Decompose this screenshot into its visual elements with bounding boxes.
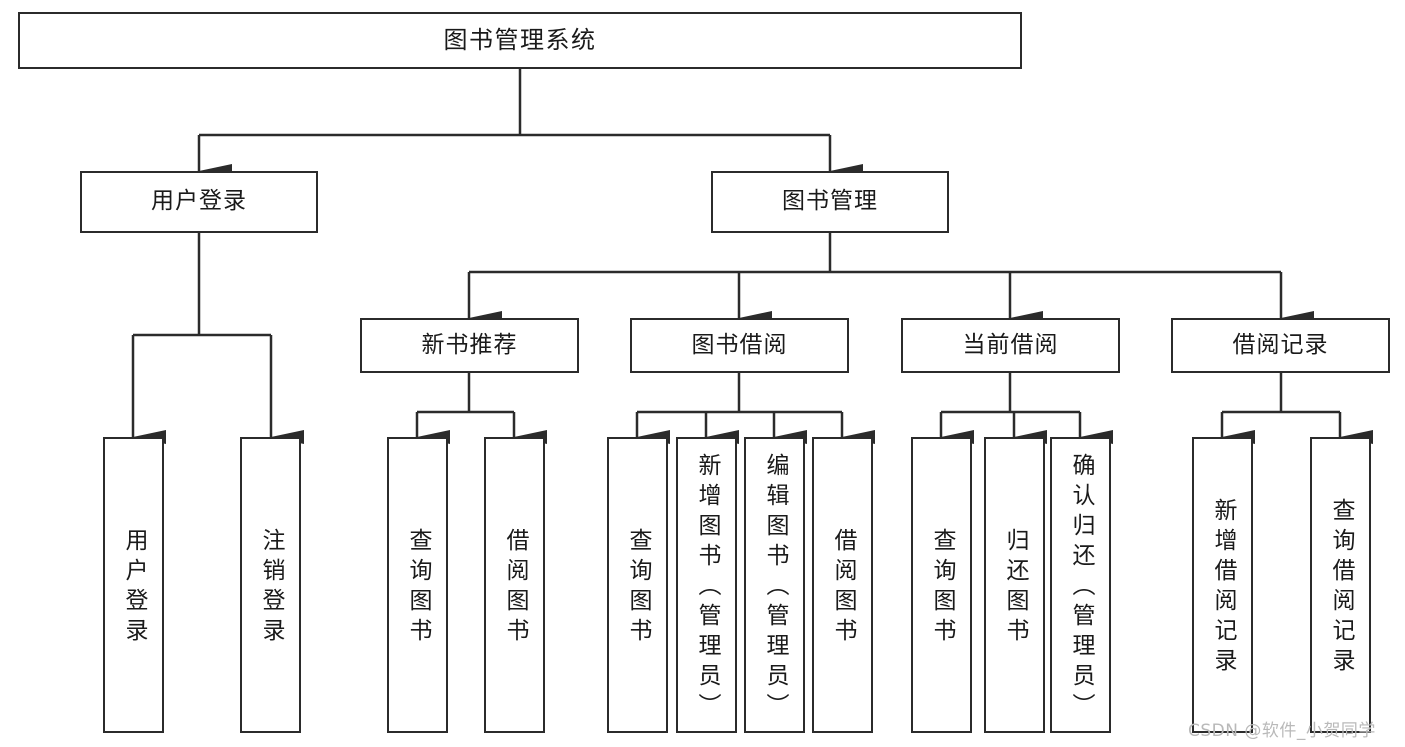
node-borrow-record[interactable]: 借阅记录: [1171, 318, 1390, 373]
node-user-login[interactable]: 用户登录: [80, 171, 318, 233]
node-root[interactable]: 图书管理系统: [18, 12, 1022, 69]
leaf-query-book-current[interactable]: 查询图书: [911, 437, 972, 733]
leaf-borrow-book-recommend[interactable]: 借阅图书: [484, 437, 545, 733]
leaf-confirm-return-admin[interactable]: 确认归还（管理员）: [1050, 437, 1111, 733]
node-book-borrow[interactable]: 图书借阅: [630, 318, 849, 373]
leaf-borrow-book[interactable]: 借阅图书: [812, 437, 873, 733]
leaf-add-borrow-record[interactable]: 新增借阅记录: [1192, 437, 1253, 733]
node-book-management[interactable]: 图书管理: [711, 171, 949, 233]
leaf-logout[interactable]: 注销登录: [240, 437, 301, 733]
leaf-user-login[interactable]: 用户登录: [103, 437, 164, 733]
csdn-watermark: CSDN @软件_小贺同学: [1188, 721, 1376, 741]
node-new-book-recommend[interactable]: 新书推荐: [360, 318, 579, 373]
leaf-query-borrow-record[interactable]: 查询借阅记录: [1310, 437, 1371, 733]
leaf-edit-book-admin[interactable]: 编辑图书（管理员）: [744, 437, 805, 733]
leaf-query-book-borrow[interactable]: 查询图书: [607, 437, 668, 733]
leaf-query-book-recommend[interactable]: 查询图书: [387, 437, 448, 733]
leaf-add-book-admin[interactable]: 新增图书（管理员）: [676, 437, 737, 733]
node-current-borrow[interactable]: 当前借阅: [901, 318, 1120, 373]
leaf-return-book[interactable]: 归还图书: [984, 437, 1045, 733]
